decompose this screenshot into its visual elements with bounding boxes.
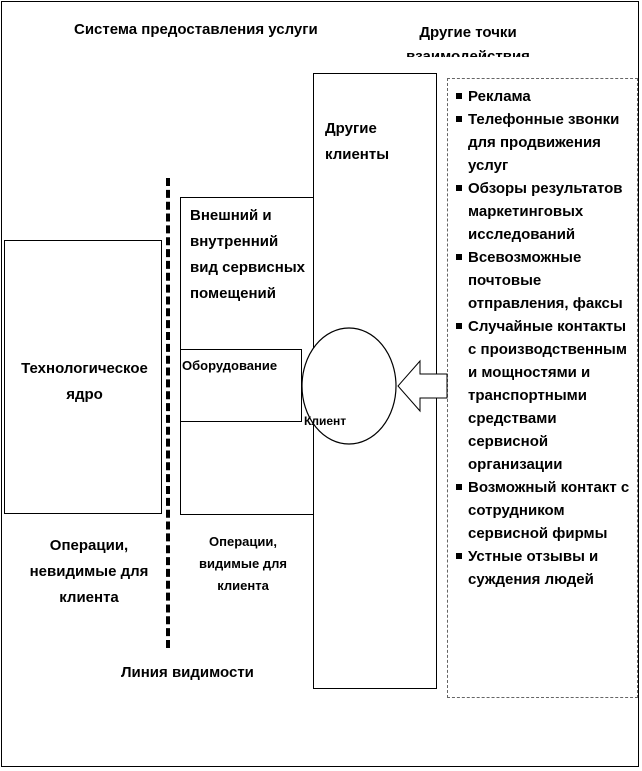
arrow-to-client-icon [397,359,448,413]
technological-core-box [4,240,162,514]
touchpoint-item: Всевозможные почтовые отправления, факсы [454,246,631,315]
header-service-system: Система предоставления услуги [74,21,318,38]
touchpoint-item: Обзоры результатов маркетинговых исследо… [454,177,631,246]
visibility-line-label: Линия видимости [121,664,254,681]
visible-operations-label: Операции, видимые для клиента [199,534,287,593]
header-other-touchpoints: Другие точки взаимодействия [406,24,530,57]
other-clients-label: Другие клиенты [325,120,389,163]
facilities-label: Внешний и внутренний вид сервисных помещ… [190,207,305,302]
equipment-box [180,349,302,422]
visibility-line [166,178,170,648]
invisible-operations-label: Операции, невидимые для клиента [29,537,149,606]
touchpoint-item: Возможный контакт с сотрудником сервисно… [454,476,631,545]
touchpoint-item: Реклама [454,85,631,108]
touchpoint-item: Телефонные звонки для продвижения услуг [454,108,631,177]
touchpoint-item: Устные отзывы и суждения людей [454,545,631,591]
client-circle [301,327,397,445]
equipment-label: Оборудование [182,358,278,373]
technological-core-label: Технологическое ядро [21,360,148,403]
touchpoint-item: Случайные контакты с производственным и … [454,315,631,476]
client-label: Клиент [304,414,347,426]
touchpoints-list: Реклама Телефонные звонки для продвижени… [447,78,638,698]
